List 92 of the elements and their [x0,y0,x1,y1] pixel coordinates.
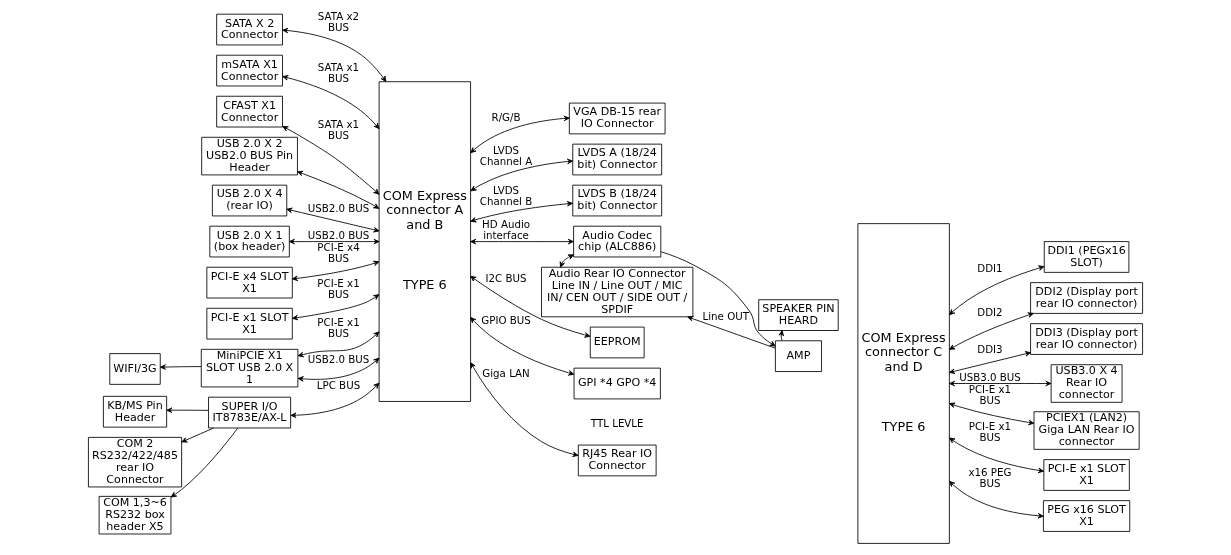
node-box: DDI1 (PEGx16 SLOT) [1043,241,1130,273]
arrow [297,331,380,358]
node-box: VGA DB-15 rear IO Connector [568,102,666,135]
arrow [159,364,202,370]
node-box: COM Express connector C and D TYPE 6 [857,223,950,544]
edge-label: GPIO BUS [481,314,531,327]
edge-label: Giga LAN [482,367,530,380]
node-box: PCI-E x1 SLOT X1 [206,307,293,340]
edge-label: DDI3 [977,343,1003,356]
arrow [470,275,591,338]
node-box: PEG x16 SLOT X1 [1043,500,1131,532]
node-box: SPEAKER PIN HEARD [758,299,839,331]
arrow [470,317,575,376]
arrow [949,480,1044,519]
node-box: PCI-E x4 SLOT X1 [206,266,293,299]
arrow [470,115,570,154]
node-box: Audio Rear IO Connector Line IN / Line OUT / MIC IN/ CEN OUT / SIDE OUT / SPDIF [541,266,694,318]
edge-label: LVDS Channel B [479,184,533,208]
node-box: WIFI/3G [109,353,161,385]
edge-label: PCI-E x1 BUS [317,315,360,339]
arrow [949,380,1052,387]
arrow [291,260,380,282]
node-box: USB 2.0 X 2 USB2.0 BUS Pin Header [201,136,298,176]
edge-label: LVDS Channel A [479,144,533,168]
edge-label: SATA x1 BUS [317,117,360,141]
arrow [778,330,784,341]
edge-label: LPC BUS [316,379,361,392]
node-box: MiniPCIE X1 SLOT USB 2.0 X 1 [200,348,299,388]
arrow [170,427,239,498]
node-box: mSATA X1 Connector [216,54,283,87]
arrow [470,362,579,457]
arrow [660,251,776,347]
node-box: DDI3 (Display port rear IO connector) [1030,323,1143,355]
arrow [949,402,1035,426]
node-box: AMP [774,340,822,372]
node-box: COM 1,3~6 RS232 box header X5 [98,495,172,535]
arrow [282,27,387,82]
edge-label: USB2.0 BUS [307,228,370,241]
arrow [949,312,1034,350]
node-box: LVDS A (18/24 bit) Connector [572,143,663,176]
label: TTL LEVLE [590,417,644,430]
edge-label: USB2.0 BUS [307,352,370,365]
node-box: COM 2 RS232/422/485 rear IO Connector [88,436,183,488]
edge-label: PCI-E x1 BUS [968,382,1012,406]
node-box: CFAST X1 Connector [216,95,283,128]
arrow [559,254,574,268]
arrow [949,351,1031,374]
edge-label: DDI2 [977,305,1003,318]
node-box: LVDS B (18/24 bit) Connector [572,184,663,217]
arrow [470,158,574,192]
arrow [949,265,1045,316]
edge-label: DDI1 [977,262,1003,275]
arrow [470,238,574,245]
node-box: USB3.0 X 4 Rear IO connector [1050,364,1123,403]
arrow [290,382,380,418]
arrow [286,207,380,233]
arrow [282,126,380,195]
arrow [470,201,573,223]
edge-label: PCI-E x1 BUS [968,420,1012,444]
node-box: KB/MS Pin Header [102,395,168,428]
arrow [288,238,380,245]
edge-label: SATA x2 BUS [317,9,360,33]
node-box: RJ45 Rear IO Connector [577,444,657,477]
edge-label: PCI-E x1 BUS [317,276,360,300]
edge-label: USB3.0 BUS [959,370,1021,383]
node-box: Audio Codec chip (ALC886) [573,225,662,258]
node-box: USB 2.0 X 1 (box header) [209,225,290,258]
edge-label: R/G/B [491,110,521,123]
arrow [297,357,380,382]
edge-label: HD Audio interface [482,217,531,241]
node-box: COM Express connector A and B TYPE 6 [378,81,471,402]
edge-label: PCI-E x4 BUS [317,240,360,264]
arrow [297,170,380,209]
node-box: SATA X 2 Connector [216,13,283,46]
arrow [166,407,209,413]
arrow [181,427,214,443]
node-box: PCIEX1 (LAN2) Giga LAN Rear IO connector [1033,411,1140,450]
edge-label: Line OUT [702,309,750,322]
edge-label: USB2.0 BUS [307,202,370,215]
node-box: EEPROM [589,326,645,359]
node-box: DDI2 (Display port rear IO connector) [1030,282,1143,314]
node-box: SUPER I/O IT8783E/AX-L [208,396,292,429]
arrow [292,294,380,321]
node-box: USB 2.0 X 4 (rear IO) [211,184,288,217]
arrow [949,437,1044,474]
edge-label: x16 PEG BUS [968,465,1012,489]
arrow [687,316,776,349]
edge-label: I2C BUS [485,272,527,285]
edge-label: SATA x1 BUS [317,61,360,85]
node-box: PCI-E x1 SLOT X1 [1043,459,1130,491]
node-box: GPI *4 GPO *4 [573,367,661,400]
arrow [282,75,380,130]
